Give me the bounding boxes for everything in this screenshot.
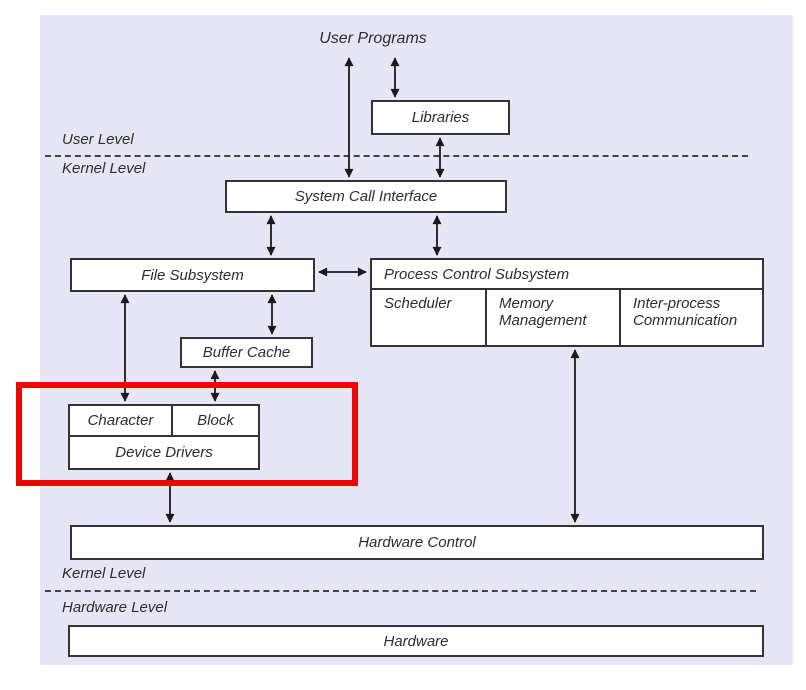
character-cell: Character [70,406,173,435]
hardware-level-label: Hardware Level [62,599,168,616]
user-programs-label: User Programs [319,30,427,47]
system-call-interface-box: System Call Interface [225,180,507,213]
character-label: Character [87,412,154,429]
block-cell: Block [173,406,258,435]
process-control-subsystem-label: Process Control Subsystem [384,265,570,283]
kernel-level-bottom-label: Kernel Level [62,565,146,582]
memory-management-cell: Memory Management [485,290,621,345]
buffer-cache-box: Buffer Cache [180,337,313,368]
kernel-hardware-divider-line [45,590,756,592]
user-kernel-divider-line [45,155,748,157]
user-level-label: User Level [62,131,134,148]
scheduler-cell: Scheduler [384,295,452,312]
file-subsystem-box: File Subsystem [70,258,315,292]
device-drivers-label: Device Drivers [115,444,213,461]
process-control-subsystem-header: Process Control Subsystem [372,260,762,290]
libraries-box: Libraries [371,100,510,135]
device-drivers-box: Character Block Device Drivers [68,404,260,470]
buffer-cache-label: Buffer Cache [202,344,291,361]
hardware-control-box: Hardware Control [70,525,764,560]
device-drivers-top-row: Character Block [70,406,258,437]
process-control-subsystem-cells: Scheduler Memory Management Inter-proces… [372,290,762,345]
file-subsystem-label: File Subsystem [141,266,244,284]
block-label: Block [197,412,234,429]
kernel-level-top-label: Kernel Level [62,160,146,177]
hardware-control-label: Hardware Control [358,534,476,551]
system-call-interface-label: System Call Interface [294,188,438,205]
process-control-subsystem-box: Process Control Subsystem Scheduler Memo… [370,258,764,347]
hardware-label: Hardware [383,632,449,650]
inter-process-communication-cell: Inter-process Communication [633,295,738,329]
highlight-rectangle [16,382,358,486]
hardware-box: Hardware [68,625,764,657]
device-drivers-row: Device Drivers [70,437,258,468]
libraries-label: Libraries [411,109,470,126]
